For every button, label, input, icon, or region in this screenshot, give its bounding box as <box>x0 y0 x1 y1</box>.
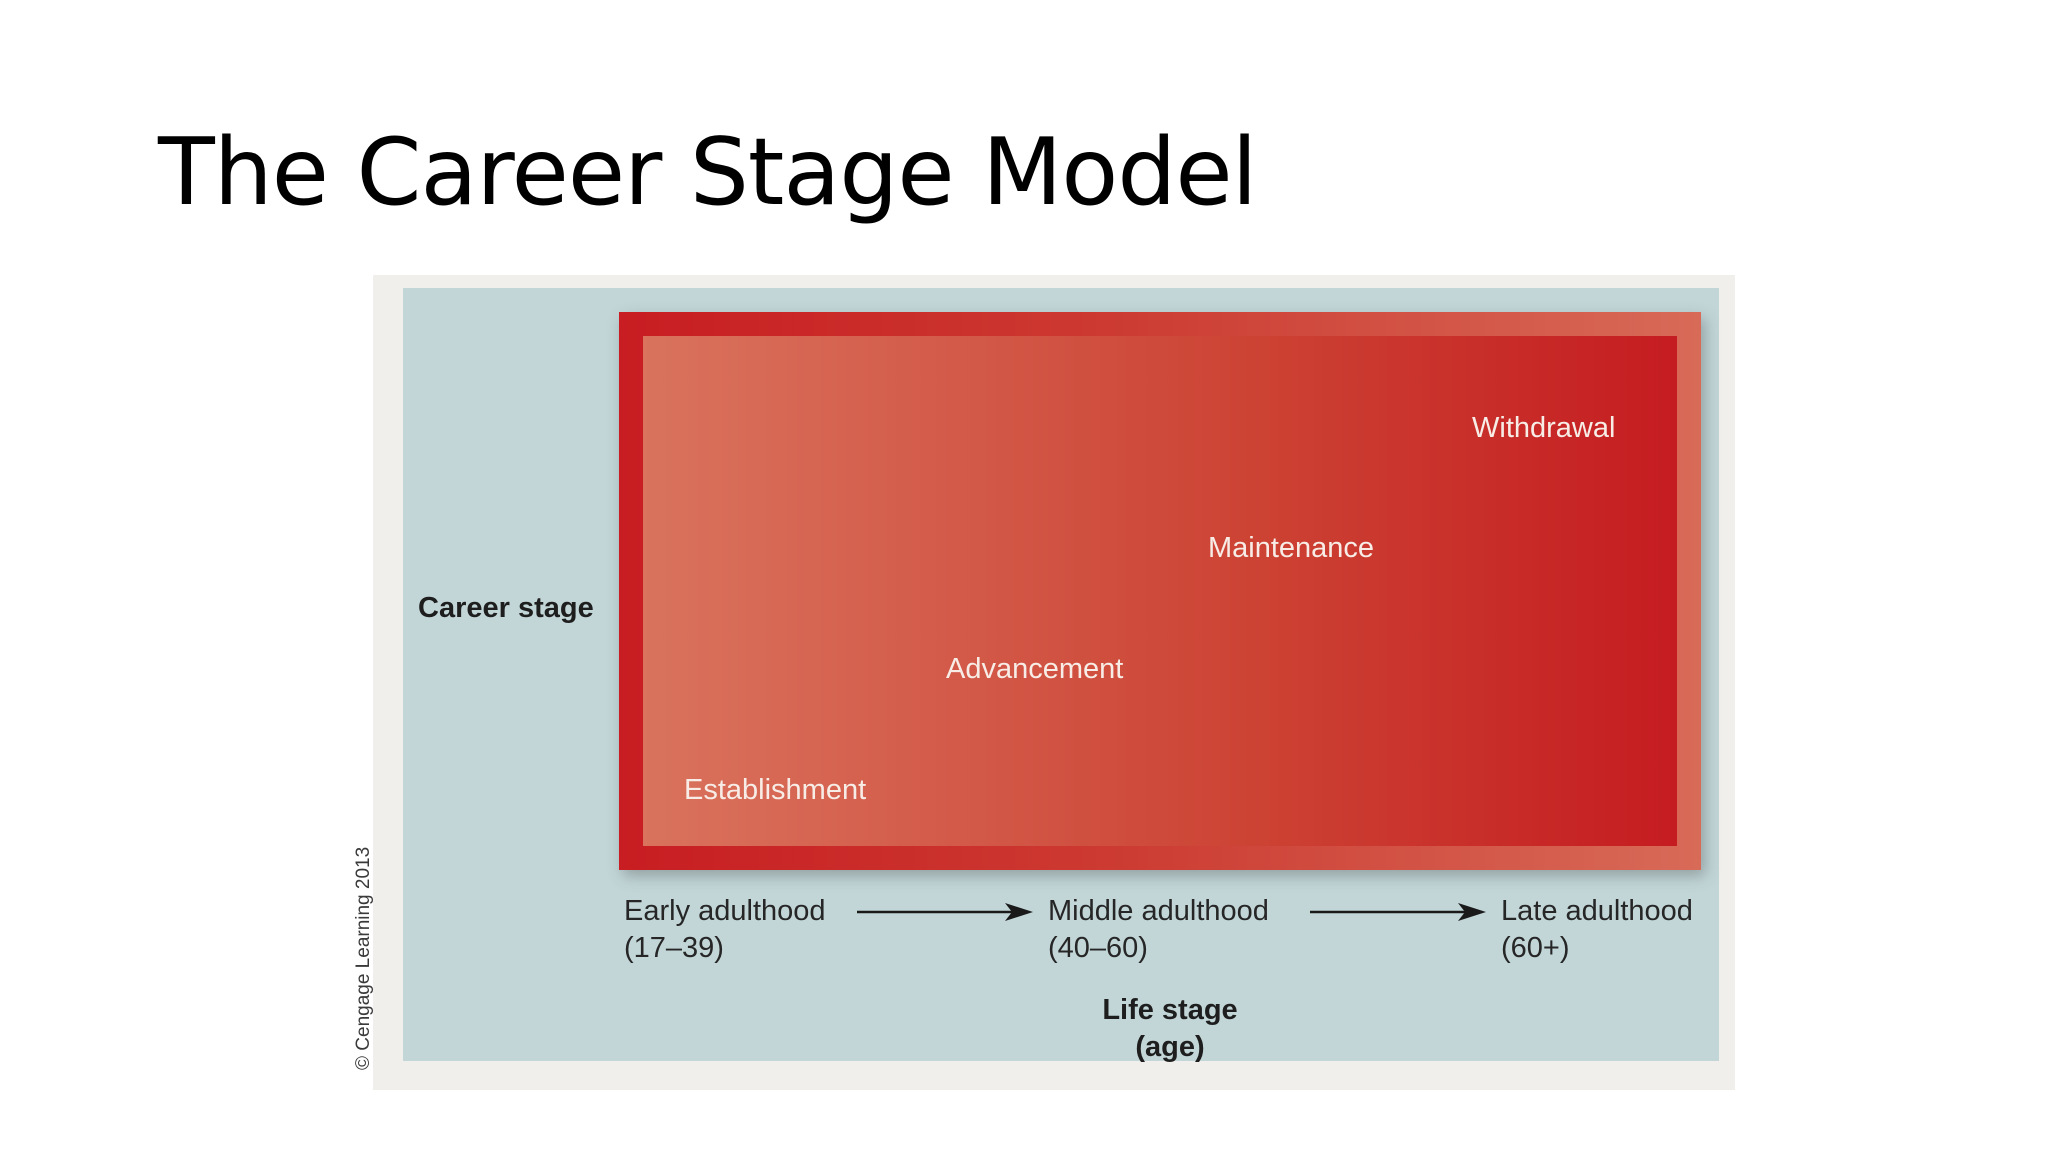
x-axis-label-line2: (age) <box>1135 1031 1205 1063</box>
copyright-notice: © Cengage Learning 2013 <box>353 846 374 1070</box>
stage-establishment: Establishment <box>684 774 867 806</box>
life-stage-early-name: Early adulthood <box>624 895 826 927</box>
y-axis-label: Career stage <box>418 592 594 624</box>
life-stage-late: Late adulthood (60+) <box>1501 893 1693 967</box>
life-stage-late-name: Late adulthood <box>1501 895 1693 927</box>
life-stage-middle-name: Middle adulthood <box>1048 895 1269 927</box>
stage-withdrawal: Withdrawal <box>1472 412 1616 444</box>
slide-title: The Career Stage Model <box>158 118 1257 226</box>
life-stage-early: Early adulthood (17–39) <box>624 893 826 967</box>
life-stage-middle: Middle adulthood (40–60) <box>1048 893 1269 967</box>
x-axis-label-line1: Life stage <box>1102 994 1238 1026</box>
career-box-inner <box>643 336 1677 846</box>
arrow-right-icon <box>1310 903 1486 921</box>
life-stage-early-ages: (17–39) <box>624 932 724 964</box>
stage-maintenance: Maintenance <box>1208 532 1375 564</box>
stage-advancement: Advancement <box>946 653 1124 685</box>
arrow-right-icon <box>857 903 1033 921</box>
life-stage-middle-ages: (40–60) <box>1048 932 1148 964</box>
life-stage-late-ages: (60+) <box>1501 932 1570 964</box>
x-axis-label: Life stage (age) <box>1000 992 1340 1066</box>
